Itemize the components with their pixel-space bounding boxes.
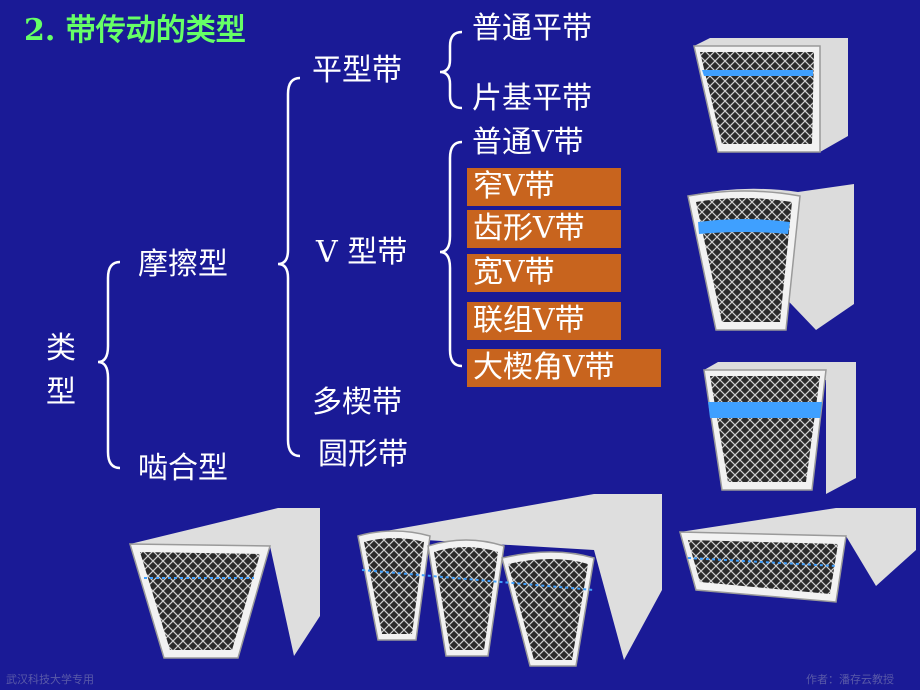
footer-right: 作者：潘存云教授 xyxy=(806,673,894,686)
root-label-1: 类 xyxy=(46,331,76,366)
flat-type-film: 片基平带 xyxy=(472,81,592,116)
root-brace xyxy=(97,260,121,470)
wide-angle-v-belt-cross-section-image xyxy=(703,362,856,494)
v-type-narrow: 窄V带 xyxy=(467,168,621,206)
v-type-wide-angle: 大楔角V带 xyxy=(467,349,661,387)
v-type-joined: 联组V带 xyxy=(467,302,621,340)
v-belt-label: V 型带 xyxy=(316,235,408,270)
multi-wedge-belt-label: 多楔带 xyxy=(312,385,402,420)
friction-brace xyxy=(277,76,301,458)
v-belt-cross-section-image xyxy=(687,184,854,331)
mesh-type-label: 啮合型 xyxy=(138,451,228,486)
flat-belt-cross-section-image xyxy=(693,38,848,153)
v-type-wide: 宽V带 xyxy=(467,254,621,292)
v-type-toothed: 齿形V带 xyxy=(467,210,621,248)
flat-type-normal: 普通平带 xyxy=(472,11,592,46)
v-type-normal: 普通V带 xyxy=(472,125,584,160)
footer-left: 武汉科技大学专用 xyxy=(6,673,94,686)
flat-belt-label: 平型带 xyxy=(312,53,402,88)
flat-brace xyxy=(439,30,463,110)
root-label-2: 型 xyxy=(46,375,76,410)
round-belt-label: 圆形带 xyxy=(318,437,408,472)
joined-v-belt-perspective-image xyxy=(357,494,662,667)
v-belt-perspective-image xyxy=(128,508,320,659)
slide-title: 2. 带传动的类型 xyxy=(24,13,246,48)
friction-type-label: 摩擦型 xyxy=(138,247,228,282)
v-brace xyxy=(439,140,463,368)
flat-belt-perspective-image xyxy=(679,508,916,603)
